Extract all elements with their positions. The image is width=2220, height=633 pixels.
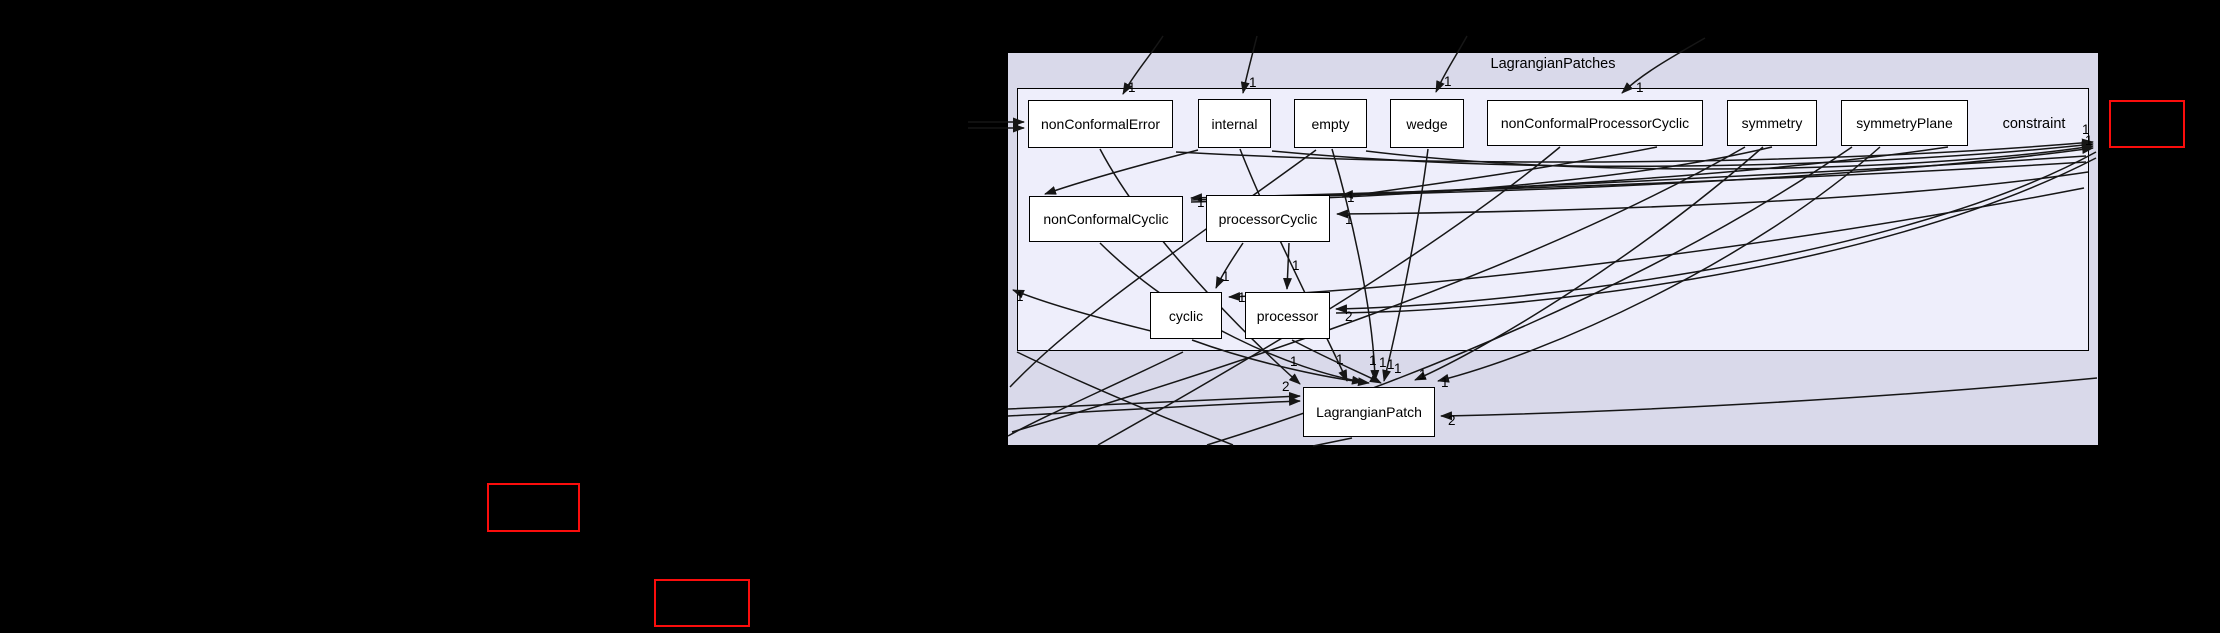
edge-empty-to-external [1365, 143, 2094, 170]
edge-count-label: 1 [1128, 80, 1136, 95]
edge-cyclic-to-LagrangianPatch [1191, 339, 1370, 387]
edge-count-label: 1 [1347, 190, 1355, 205]
edge-count-label: 1 [1238, 290, 1246, 305]
edge-top-to-wedge [1435, 35, 1468, 93]
edge-right-to-nonConformalCyclic-a [1190, 161, 2087, 203]
edge-wedge-to-LagrangianPatch [1382, 148, 1429, 382]
edge-count-label: 1 [1379, 355, 1387, 370]
edge-symmetryPlane-to-bottom [1206, 146, 1853, 446]
edge-empty-to-left-bottom [1009, 149, 1317, 388]
node-nonConformalError[interactable]: nonConformalError [1028, 100, 1173, 148]
node-wedge[interactable]: wedge [1390, 99, 1464, 148]
edge-empty-to-LagrangianPatch [1331, 148, 1380, 382]
edge-count-label: 2 [1448, 413, 1456, 428]
edge-left-to-LagrangianPatch-a [1007, 391, 1301, 410]
edge-count-label: 1 [1419, 367, 1427, 382]
edge-count-label: 1 [1636, 80, 1644, 95]
edge-count-label: 2 [1282, 379, 1290, 394]
edge-symmetryPlane-to-LagrangianPatch [1437, 146, 1881, 383]
edge-bottom-strip-cross-a [1016, 351, 1234, 446]
edge-count-label: 1 [1441, 375, 1449, 390]
external-bottom-left-2[interactable] [654, 579, 750, 627]
edge-count-label: 1 [1387, 357, 1395, 372]
edge-LagrangianPatch-to-bottom [1312, 437, 1353, 447]
edge-nonConformalError-to-external [1175, 138, 2094, 163]
edge-count-label: 1 [1394, 361, 1402, 376]
edge-external-to-LagrangianPatch [1440, 377, 2098, 421]
edge-count-label: 1 [1345, 212, 1353, 227]
edge-processorCyclic-to-cyclic [1215, 242, 1244, 289]
node-nonConformalProcessorCyclic[interactable]: nonConformalProcessorCyclic [1487, 100, 1703, 146]
node-symmetry[interactable]: symmetry [1727, 100, 1817, 146]
edge-symmetry-to-LagrangianPatch [1414, 146, 1764, 381]
node-processorCyclic[interactable]: processorCyclic [1206, 195, 1330, 242]
edge-count-label: 1 [1444, 74, 1452, 89]
node-cyclic[interactable]: cyclic [1150, 292, 1222, 339]
edge-top-to-internal [1240, 35, 1258, 94]
edge-right-to-processorCyclic-side [1336, 171, 2089, 219]
edge-nonConformalError-to-LagrangianPatch [1099, 148, 1301, 385]
edge-nonConformalCyclic-to-LagrangianPatch [1099, 242, 1364, 385]
inner-cluster-label: constraint [2002, 116, 2066, 132]
edge-right-to-nonConformalCyclic-c [1190, 146, 1773, 203]
edge-bottom-strip-cross-b [1007, 351, 1184, 437]
external-bottom-left-1[interactable] [487, 483, 580, 532]
edge-processorCyclic-to-processor [1282, 242, 1292, 290]
edge-count-label: 1 [1336, 352, 1344, 367]
edge-right-to-cyclic [1228, 187, 2085, 302]
node-symmetryPlane[interactable]: symmetryPlane [1841, 100, 1968, 146]
node-LagrangianPatch[interactable]: LagrangianPatch [1303, 387, 1435, 437]
edge-cyclic-to-left-external [1012, 289, 1152, 332]
edge-count-label: 1 [1222, 269, 1230, 284]
edge-internal-to-external [1271, 140, 2094, 167]
edge-count-label: 1 [2082, 122, 2090, 137]
edge-internal-to-nonConformalCyclic [1044, 149, 1199, 195]
edge-ncpc-to-bottom-left [1097, 146, 1561, 446]
node-empty[interactable]: empty [1294, 99, 1367, 148]
edge-left-to-LagrangianPatch-b [1007, 396, 1301, 417]
edge-top-to-nonConformalError [1122, 35, 1164, 95]
external-top-right[interactable] [2109, 100, 2185, 148]
edge-count-label: 1 [1292, 258, 1300, 273]
edge-external-to-processor-b [1335, 157, 2097, 314]
edge-count-label: 1 [1197, 195, 1205, 210]
edge-count-label: 1 [1249, 75, 1257, 90]
edge-symmetry-to-left [1011, 146, 1746, 433]
edge-top-to-nonConformalProcessorCyclic [1621, 37, 1706, 94]
node-processor[interactable]: processor [1245, 292, 1330, 339]
edge-processor-to-LagrangianPatch [1291, 339, 1382, 384]
dependency-edges [968, 35, 2098, 447]
node-internal[interactable]: internal [1198, 99, 1271, 148]
edge-count-label: 1 [2085, 133, 2093, 148]
edge-count-label: 1 [1369, 353, 1377, 368]
edge-external-to-processor-a [1335, 151, 2097, 314]
edge-count-label: 2 [1345, 309, 1353, 324]
edge-ncpc-to-processorCyclic [1341, 146, 1658, 198]
edge-right-to-processorCyclic-top [1341, 155, 2087, 199]
edge-count-label: 1 [1290, 354, 1298, 369]
edge-count-label: 1 [1016, 289, 1024, 304]
edge-processorCyclic-to-external [1207, 145, 2094, 198]
node-nonConformalCyclic[interactable]: nonConformalCyclic [1029, 196, 1183, 242]
cluster-title: LagrangianPatches [1490, 56, 1616, 72]
